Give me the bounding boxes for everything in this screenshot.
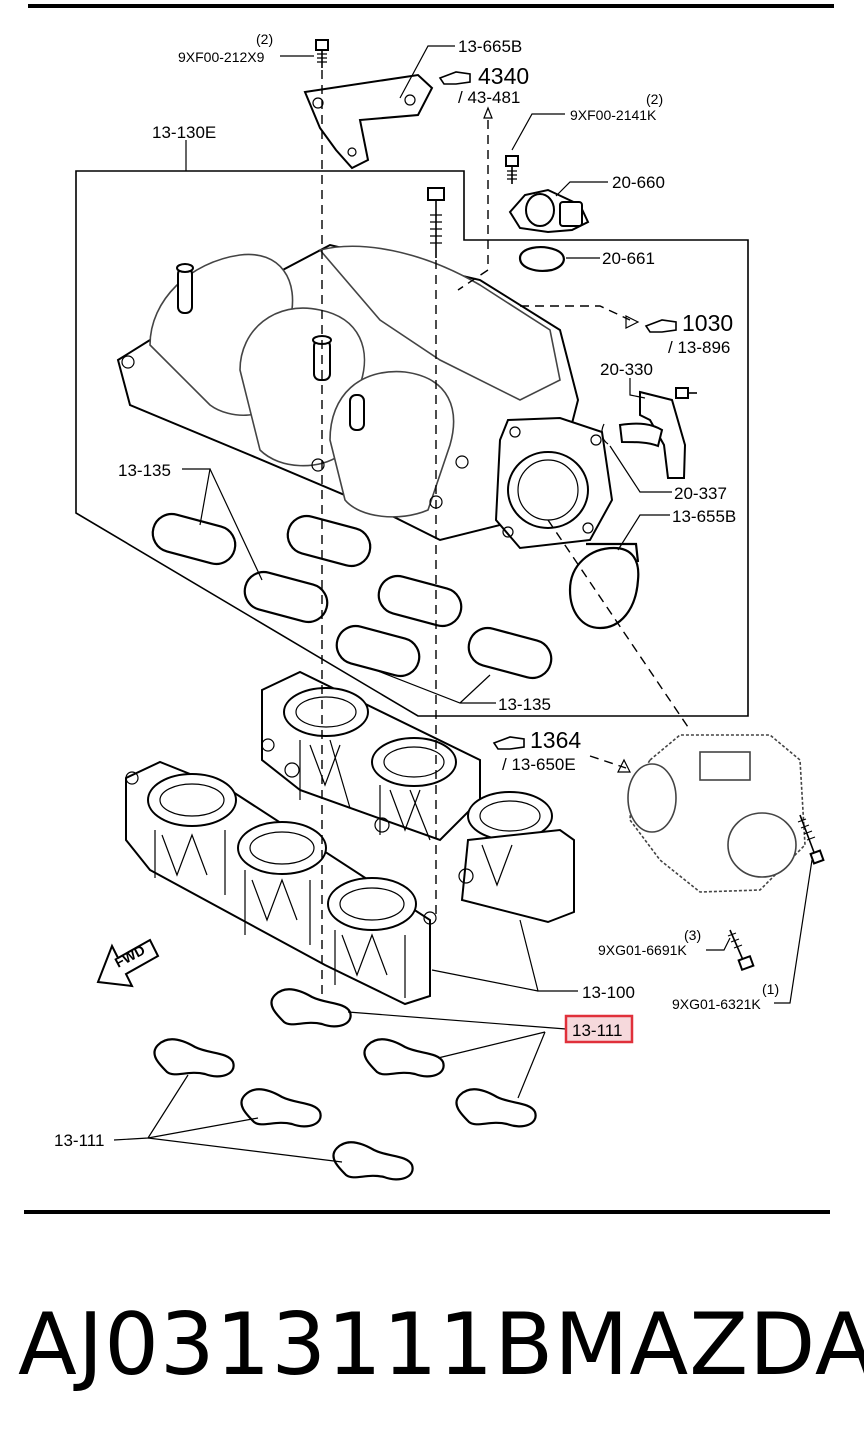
hand-icon-4340 <box>438 71 471 85</box>
label-bolt-qty-1: (2) <box>256 31 273 47</box>
gaskets-13-111 <box>153 988 537 1181</box>
label-20-330: 20-330 <box>600 360 653 379</box>
gaskets-13-135 <box>151 512 553 680</box>
hose-20-337 <box>618 422 664 448</box>
label-ref-13-896: / 13-896 <box>668 338 730 357</box>
label-bolt-qty-2: (2) <box>646 91 663 107</box>
fwd-arrow-icon <box>96 938 160 988</box>
label-13-111-highlight: 13-111 <box>572 1021 622 1040</box>
throttle-flange <box>494 416 614 550</box>
label-bolt-qty-3: (3) <box>684 927 701 943</box>
gasket-20-661 <box>518 246 565 272</box>
label-13-655b: 13-655B <box>672 507 736 526</box>
label-ref-1364: 1364 <box>530 727 581 753</box>
upper-assembly-frame <box>75 170 749 717</box>
bolt-9xf00-212x9 <box>315 39 329 68</box>
label-20-661: 20-661 <box>602 249 655 268</box>
dashed-guide-lines <box>321 70 691 1000</box>
gasket-13-655b <box>568 546 640 630</box>
hand-icon-1364 <box>492 736 525 750</box>
part-number: AJ0313111B <box>18 1295 555 1395</box>
label-13-665b: 13-665B <box>458 37 522 56</box>
label-ref-1030: 1030 <box>682 310 733 336</box>
bracket-13-665b <box>303 73 434 170</box>
label-bolt-9xf00-2141k: 9XF00-2141K <box>570 107 657 123</box>
highlight-box-13-111 <box>564 1014 634 1044</box>
sensor-20-660 <box>508 188 590 234</box>
bolt-9xg01-6691k <box>727 929 755 972</box>
label-13-135-lower: 13-135 <box>498 695 551 714</box>
label-13-100: 13-100 <box>582 983 635 1002</box>
label-20-660: 20-660 <box>612 173 665 192</box>
label-bolt-9xg01-6691k: 9XG01-6691K <box>598 942 687 958</box>
label-bolt-9xf00-212x9: 9XF00-212X9 <box>178 49 265 65</box>
upper-manifold-13-130e <box>116 243 580 542</box>
label-13-130e: 13-130E <box>152 123 216 142</box>
bolt-9xg01-6321k <box>797 814 825 865</box>
leader-lines <box>113 45 813 1163</box>
label-20-337: 20-337 <box>674 484 727 503</box>
bracket-20-330 <box>639 387 697 479</box>
label-bolt-qty-4: (1) <box>762 981 779 997</box>
lower-manifold-13-100 <box>125 670 575 1006</box>
brand-name: MAZDA <box>554 1295 864 1395</box>
throttle-body-13-650e <box>627 734 806 893</box>
hand-icon-1030 <box>644 319 677 333</box>
label-13-111: 13-111 <box>54 1131 104 1150</box>
label-ref-13-650e: / 13-650E <box>502 755 576 774</box>
label-ref-4340: 4340 <box>478 63 529 89</box>
label-13-135-upper: 13-135 <box>118 461 171 480</box>
manifold-bolt <box>427 187 445 258</box>
bolt-9xf00-2141k <box>505 155 519 184</box>
footer: AJ0313111B MAZDA <box>18 1290 864 1400</box>
label-ref-43-481: / 43-481 <box>458 88 520 107</box>
label-bolt-9xg01-6321k: 9XG01-6321K <box>672 996 761 1012</box>
